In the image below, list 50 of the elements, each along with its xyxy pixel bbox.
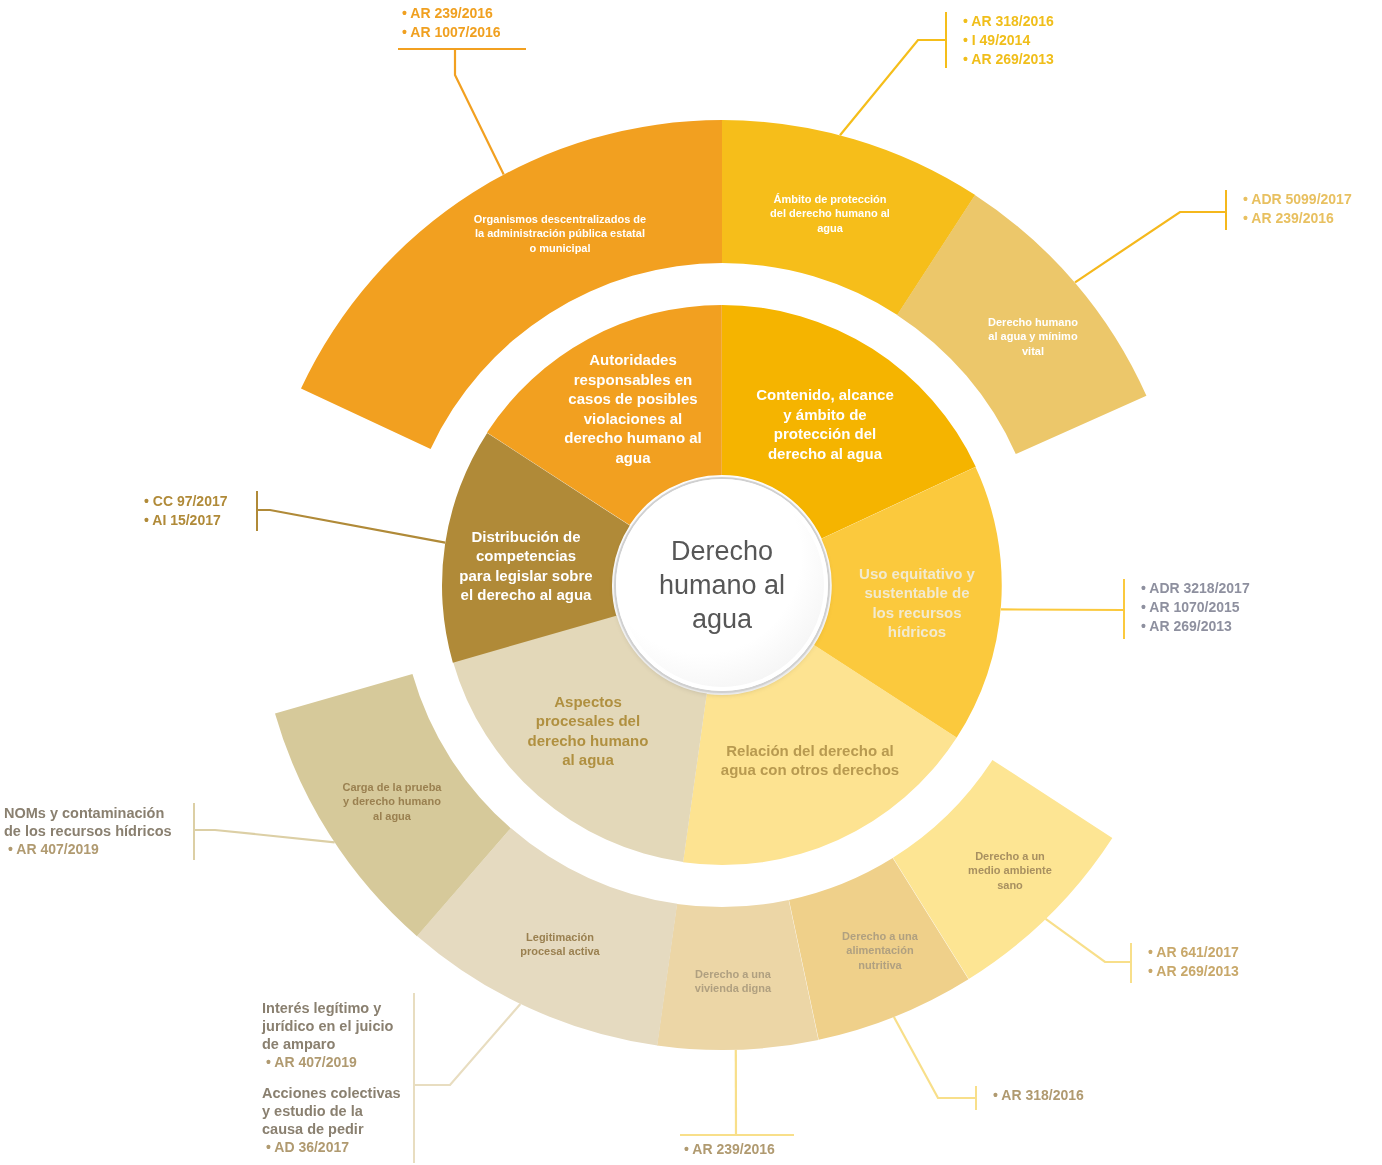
- leader-line: [415, 1003, 522, 1087]
- segment-label: Carga de la prueba y derecho humano al agua: [341, 779, 443, 823]
- citation-list: [398, 4, 526, 50]
- case-citation: • AR 269/2013: [1147, 962, 1240, 981]
- case-citation: • AR 318/2016: [962, 12, 1055, 31]
- segment-label: Derecho a un medio ambiente sano: [967, 848, 1053, 892]
- case-citation: • I 49/2014: [962, 31, 1032, 50]
- leader-line: [734, 1049, 738, 1135]
- segment-label: Contenido, alcance y ámbito de protección del derecho al agua: [755, 385, 895, 463]
- case-citation: • AI 15/2017: [143, 511, 222, 530]
- case-citation: • AR 407/2019: [7, 840, 100, 859]
- case-citation: • AR 239/2016: [401, 4, 494, 23]
- segment-label: Legitimación procesal activa: [519, 929, 601, 959]
- segment-label: Distribución de competencias para legislar sobre el derecho al agua: [458, 527, 594, 605]
- leader-line: [1000, 608, 1123, 612]
- segment-label: Uso equitativo y sustentable de los recursos hídricos: [858, 564, 976, 642]
- topic-text: Interés legítimo y jurídico en el juicio de amparo: [262, 999, 395, 1053]
- topic-text: NOMs y contaminación de los recursos hídricos: [4, 804, 173, 840]
- case-citation: • ADR 5099/2017: [1242, 190, 1353, 209]
- leader-line: [195, 828, 335, 844]
- segment-label: Relación del derecho al agua con otros derechos: [720, 740, 900, 780]
- case-citation: • CC 97/2017: [143, 492, 229, 511]
- case-citation: • ADR 3218/2017: [1140, 579, 1251, 598]
- segment-label: Derecho a una alimentación nutritiva: [841, 928, 919, 972]
- leader-line: [839, 38, 945, 136]
- citation-list: [4, 803, 195, 860]
- case-citation: • AR 318/2016: [992, 1086, 1085, 1105]
- leader-line: [1044, 918, 1130, 964]
- segment-label: Autoridades responsables en casos de posibles violaciones al derecho humano al agua: [563, 349, 703, 467]
- topic-text: Acciones colectivas y estudio de la causa de pedir: [262, 1084, 402, 1138]
- case-citation: • AR 1070/2015: [1140, 598, 1241, 617]
- case-citation: • AR 239/2016: [683, 1140, 776, 1159]
- segment-label: Derecho humano al agua y mínimo vital: [987, 314, 1079, 358]
- segment-label: Aspectos procesales del derecho humano al agua: [526, 692, 650, 770]
- case-citation: • AR 269/2013: [962, 50, 1055, 69]
- segment-label: Ámbito de protección del derecho humano al agua: [769, 191, 891, 235]
- segment-label: Organismos descentralizados de la administración pública estatal o municipal: [472, 211, 648, 255]
- leader-line: [892, 1016, 975, 1100]
- case-citation: • AR 1007/2016: [401, 23, 502, 42]
- citation-list: [262, 993, 415, 1163]
- center-title: Derecho humano al agua: [657, 535, 787, 636]
- case-citation: • AR 239/2016: [1242, 209, 1335, 228]
- case-citation: • AD 36/2017: [265, 1138, 350, 1157]
- leader-line: [258, 508, 446, 544]
- leader-line: [453, 48, 505, 175]
- case-citation: • AR 407/2019: [265, 1053, 358, 1072]
- segment-label: Derecho a una vivienda digna: [693, 966, 773, 996]
- leader-line: [1074, 210, 1225, 284]
- case-citation: • AR 269/2013: [1140, 617, 1233, 636]
- case-citation: • AR 641/2017: [1147, 943, 1240, 962]
